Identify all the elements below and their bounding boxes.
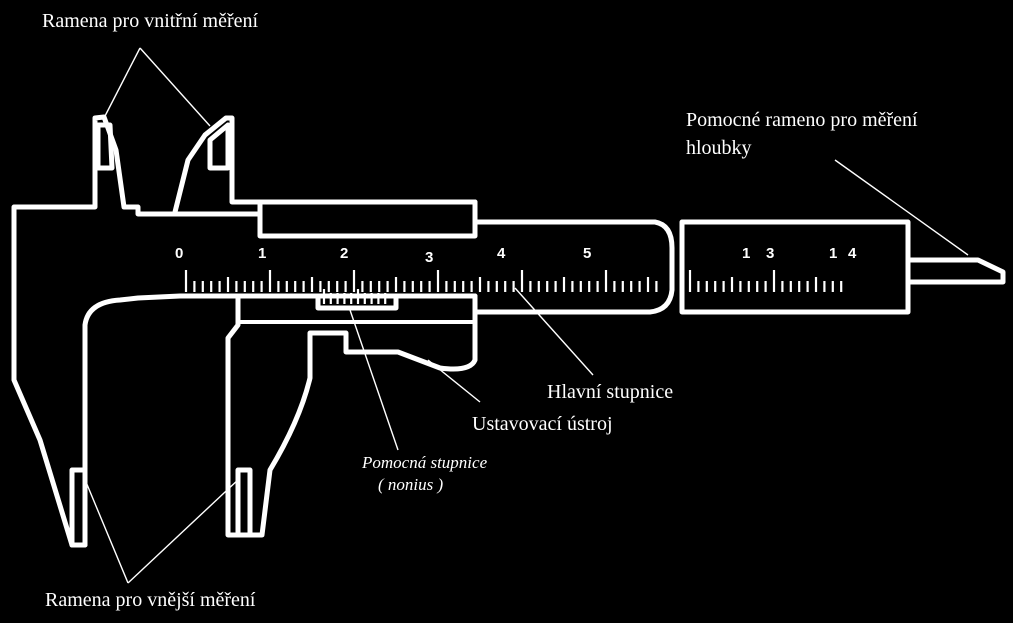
label-locking-device: Ustavovací ústroj [472,413,613,435]
leader-vernier [349,309,399,451]
main-scale-number-1: 1 [258,245,266,262]
leader-outer-right [127,477,241,584]
label-depth-rod-line1: Pomocné rameno pro měření [686,109,918,131]
leader-inner-left [103,47,141,119]
depth-scale-number-3: 3 [766,245,774,262]
main-scale-number-2: 2 [340,245,348,262]
depth-scale-number-4: 4 [848,245,857,262]
label-vernier-line1: Pomocná stupnice [361,453,488,472]
vernier-ticks [322,289,387,304]
depth-section [679,219,911,315]
leader-main-scale [514,287,594,376]
vernier-window [315,293,399,311]
depth-scale-number-1b: 1 [829,245,837,262]
inner-jaw-left [95,122,115,171]
main-scale-ticks [184,270,658,292]
depth-scale-number-1a: 1 [742,245,750,262]
inner-jaw-right [207,122,231,171]
label-inner-jaws: Ramena pro vnitřní měření [42,10,258,32]
slider-top [257,199,478,239]
main-scale-number-5: 5 [583,245,591,262]
leader-outer-left [85,481,129,584]
label-depth-rod-line2: hloubky [686,137,752,159]
main-scale-number-3: 3 [425,249,433,266]
leader-depth [834,159,969,256]
leader-inner-right [139,47,211,127]
depth-rod [908,257,1006,285]
sliding-jaw [172,115,260,213]
leader-locking [427,359,481,403]
outer-jaw-face-right [235,467,253,538]
slider-bottom [225,293,478,538]
label-main-scale: Hlavní stupnice [547,381,673,403]
depth-scale-ticks [688,270,843,292]
label-vernier-line2: ( nonius ) [378,475,444,494]
outer-jaw-face-left [69,467,88,548]
main-scale-number-0: 0 [175,245,183,262]
main-scale-number-4: 4 [497,245,506,262]
label-outer-jaws: Ramena pro vnější měření [45,589,256,611]
